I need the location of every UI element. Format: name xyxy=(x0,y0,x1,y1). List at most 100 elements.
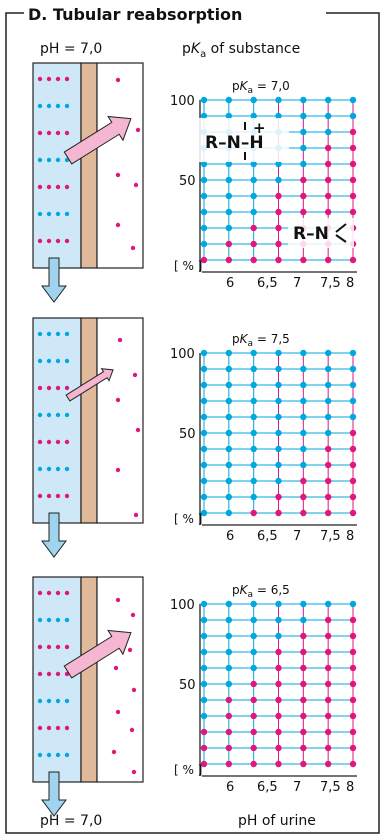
chart-ionization-dot xyxy=(324,192,332,200)
chart-ionization-dot xyxy=(324,648,332,656)
chart-ionization-dot xyxy=(349,160,357,168)
chart-ionization-dot xyxy=(275,224,282,232)
urine-flow-arrow xyxy=(41,257,67,303)
lumen-molecule-dot xyxy=(46,493,52,499)
x-tick-label: 7,5 xyxy=(320,276,341,291)
interstitial-molecule-dot xyxy=(129,727,135,733)
chart-ionization-dot xyxy=(349,381,357,389)
chart-pka-label: pKa = 7,0 xyxy=(232,79,290,96)
interstitial-molecule-dot xyxy=(117,337,123,343)
chart-ionization-dot xyxy=(324,365,332,373)
chart-ionization-dot xyxy=(300,680,307,688)
title-backdrop xyxy=(24,3,326,25)
chart-ionization-dot xyxy=(275,256,282,264)
lumen-molecule-dot xyxy=(46,238,52,244)
chart-ionization-dot xyxy=(250,696,257,704)
lumen-molecule-dot xyxy=(64,590,70,596)
chart-ionization-dot xyxy=(349,744,357,752)
chart-ionization-dot xyxy=(349,461,357,469)
chart-ionization-dot xyxy=(300,477,307,485)
chart-ionization-dot xyxy=(200,112,208,120)
chart-ionization-dot xyxy=(250,728,257,736)
chart-ionization-dot xyxy=(200,744,208,752)
x-tick-label: 6 xyxy=(226,780,234,795)
chart-ionization-dot xyxy=(324,413,332,421)
lumen-molecule-dot xyxy=(55,412,61,418)
chart-ionization-dot xyxy=(250,477,257,485)
lumen-molecule-dot xyxy=(37,331,43,337)
lumen-molecule-dot xyxy=(55,358,61,364)
tubule-ph-label: pH = 7,0 xyxy=(40,41,102,57)
chart-ionization-dot xyxy=(250,208,257,216)
reabsorption-arrow-shape xyxy=(63,629,132,679)
tubular-membrane xyxy=(80,576,98,783)
lumen-molecule-dot xyxy=(55,466,61,472)
y-tick-label: 100 xyxy=(170,347,195,362)
lumen-molecule-dot xyxy=(46,617,52,623)
chart-ionization-dot xyxy=(200,648,208,656)
chart-ionization-dot xyxy=(324,397,332,405)
chart-ionization-dot xyxy=(349,712,357,720)
chart-ionization-dot xyxy=(300,760,307,768)
lumen-molecule-dot xyxy=(64,412,70,418)
lumen-molecule-dot xyxy=(37,211,43,217)
chart-ionization-dot xyxy=(225,224,233,232)
interstitial-molecule-dot xyxy=(115,597,121,603)
chart-ionization-dot xyxy=(275,208,282,216)
chart-ionization-dot xyxy=(275,744,282,752)
reabsorption-arrow-shape xyxy=(65,368,114,402)
lumen-molecule-dot xyxy=(55,752,61,758)
chart-ionization-dot xyxy=(349,397,357,405)
lumen-molecule-dot xyxy=(37,130,43,136)
urine-ph-axis-label: pH of urine xyxy=(238,813,316,829)
chart-ionization-dot xyxy=(200,240,208,248)
chart-ionization-dot xyxy=(200,429,208,437)
chart-ionization-dot xyxy=(275,477,282,485)
chart-ionization-dot xyxy=(225,600,233,608)
chart-ionization-dot xyxy=(349,616,357,624)
chart-ionization-dot xyxy=(300,112,307,120)
chart-ionization-dot xyxy=(300,461,307,469)
lumen-molecule-dot xyxy=(46,671,52,677)
chart-ionization-dot xyxy=(349,256,357,264)
interstitial-molecule-dot xyxy=(135,427,141,433)
chart-ionization-dot xyxy=(300,712,307,720)
chart-ionization-dot xyxy=(200,176,208,184)
chart-ionization-dot xyxy=(300,176,307,184)
chart-ionization-dot xyxy=(324,744,332,752)
chart-ionization-dot xyxy=(349,413,357,421)
chart-ionization-dot xyxy=(250,600,257,608)
chart-ionization-dot xyxy=(300,96,307,104)
chart-ionization-dot xyxy=(324,208,332,216)
x-tick-label: 6 xyxy=(226,276,234,291)
chart-ionization-dot xyxy=(349,477,357,485)
chart-ionization-dot xyxy=(324,112,332,120)
lumen-molecule-dot xyxy=(64,130,70,136)
chart-ionization-dot xyxy=(300,429,307,437)
tubule-schematic xyxy=(32,317,144,558)
chart-ionization-dot xyxy=(349,648,357,656)
x-tick-label: 7,5 xyxy=(320,529,341,544)
chart-ionization-dot xyxy=(250,744,257,752)
chart-pka-label: pKa = 7,5 xyxy=(232,332,290,349)
lumen-molecule-dot xyxy=(37,358,43,364)
tubular-membrane xyxy=(80,62,98,269)
chart-ionization-dot xyxy=(200,208,208,216)
chart-ionization-dot xyxy=(225,365,233,373)
lumen-molecule-dot xyxy=(37,103,43,109)
chart-ionization-dot xyxy=(225,208,233,216)
x-tick-label: 6 xyxy=(226,529,234,544)
chart-ionization-dot xyxy=(225,509,233,517)
chart-ionization-dot xyxy=(349,760,357,768)
lumen-molecule-dot xyxy=(55,617,61,623)
chart-ionization-dot xyxy=(200,616,208,624)
x-tick-label: 8 xyxy=(346,529,354,544)
chart-ionization-dot xyxy=(324,176,332,184)
chart-ionization-dot xyxy=(300,493,307,501)
x-tick-label: 7 xyxy=(293,276,301,291)
chart-ionization-dot xyxy=(324,493,332,501)
chart-ionization-dot xyxy=(200,365,208,373)
lumen-molecule-dot xyxy=(55,331,61,337)
chart-ionization-dot xyxy=(349,96,357,104)
